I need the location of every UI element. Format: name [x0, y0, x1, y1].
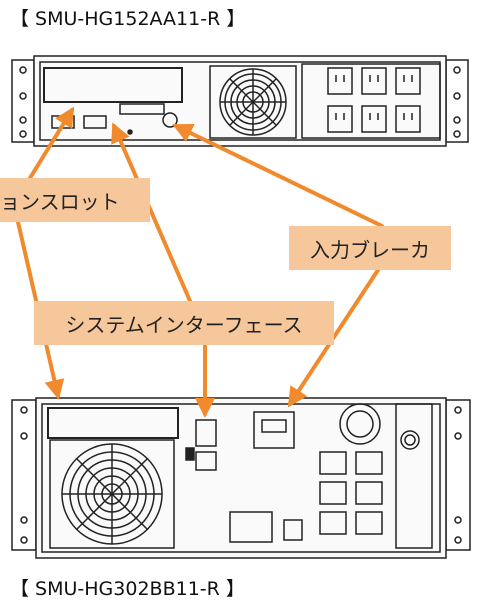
arrow-breaker-to-bottom	[287, 268, 380, 408]
bottom-outlets	[319, 451, 383, 535]
arrow-slot-to-top	[28, 106, 75, 180]
arrow-sysif-to-top	[111, 122, 192, 303]
top-device-rear-panel	[11, 55, 469, 147]
top-model-title: 【 SMU-HG152AA11-R 】	[10, 8, 246, 30]
option-slot-callout: ョンスロット	[0, 178, 150, 222]
bottom-model-title: 【 SMU-HG302BB11-R 】	[10, 578, 245, 600]
system-interface-callout: システムインターフェース	[34, 301, 334, 345]
top-outlets	[327, 67, 421, 133]
input-breaker-callout: 入力ブレーカ	[289, 226, 451, 270]
bottom-device-rear-panel	[11, 397, 471, 559]
arrow-breaker-to-top	[172, 123, 384, 228]
